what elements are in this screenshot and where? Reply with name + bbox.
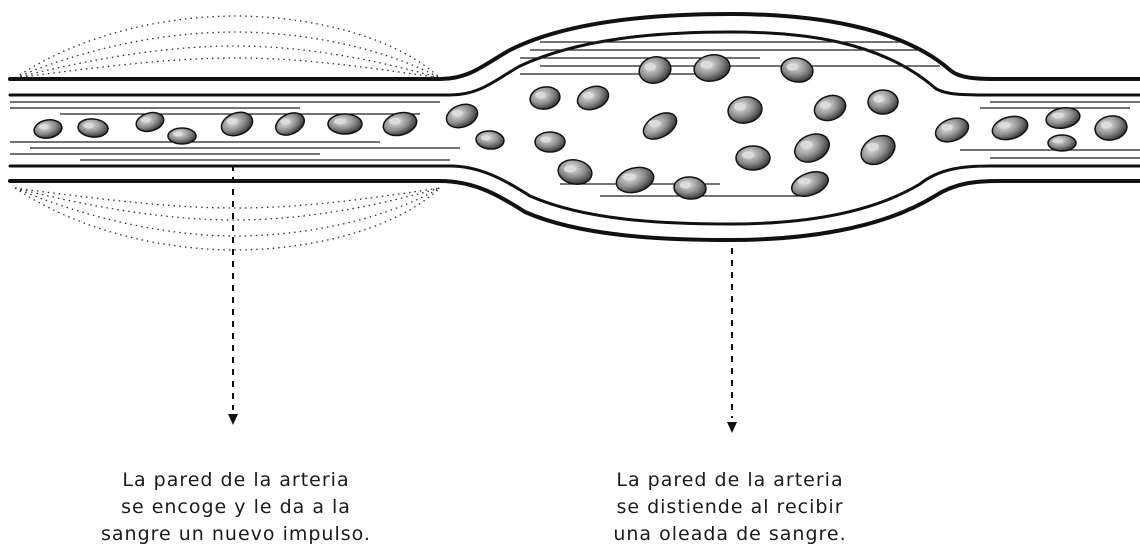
blood-cell-highlight [680,182,691,189]
blood-cell [1093,113,1129,142]
blood-cell-highlight [280,119,291,125]
blood-cell-highlight [800,141,813,149]
blood-cell [673,176,707,201]
blood-cell [556,157,594,187]
blood-cell [692,52,732,84]
blood-cell [574,82,612,114]
blood-cell [726,94,764,126]
blood-cell-highlight [535,92,546,99]
blood-cell [932,114,971,146]
arrowhead-right-icon [727,422,737,433]
blood-cell [134,110,166,135]
blood-cell-highlight [564,165,576,172]
blood-cell [790,129,834,168]
blood-cell-highlight [334,119,346,125]
blood-cell [328,114,362,134]
blood-cell-highlight [452,110,463,117]
arrow-right [727,248,737,433]
blood-cell [614,163,657,196]
blood-cell [856,130,900,171]
caption-right-line-3: una oleada de sangre. [560,521,900,548]
blood-cell [77,118,108,139]
blood-cell [168,128,196,144]
blood-cell-highlight [583,92,594,99]
blood-cell-highlight [173,132,183,137]
blood-cell-highlight [1053,139,1063,144]
blood-cell-highlight [787,63,798,70]
blood-cell-highlight [734,103,746,111]
blood-cell-highlight [227,118,238,125]
caption-right-line-1: La pared de la arteria [560,467,900,494]
blood-cell [1045,105,1082,131]
blood-cell-highlight [866,143,879,151]
arrowhead-left-icon [228,414,238,425]
blood-cell [33,118,64,141]
caption-left-line-3: sangre un nuevo impulso. [66,521,406,548]
caption-contracting-wall: La pared de la arteria se encoge y le da… [66,467,406,548]
blood-cell [811,91,849,124]
blood-cell [528,85,561,112]
blood-cell-highlight [941,124,953,131]
blood-cell-highlight [39,124,49,129]
blood-cell-highlight [141,117,151,122]
caption-right-line-2: se distiende al recibir [560,494,900,521]
blood-cell [218,108,256,140]
blood-cell-highlight [540,137,551,143]
blood-cell [639,107,681,144]
blood-cell-highlight [1101,121,1112,128]
arrow-left [228,165,238,425]
blood-cell [272,109,308,140]
blood-cell [990,113,1030,144]
caption-left-line-1: La pared de la arteria [66,467,406,494]
blood-cell-highlight [389,118,401,125]
blood-cell [736,146,770,170]
blood-cell [443,100,481,132]
blood-cell-highlight [623,173,636,180]
blood-cell-highlight [700,61,713,69]
caption-distending-wall: La pared de la arteria se distiende al r… [560,467,900,548]
blood-cell [1048,135,1076,151]
blood-cell-highlight [742,151,754,158]
blood-cell-highlight [1052,113,1064,119]
blood-cell [779,55,815,84]
blood-cell-highlight [998,122,1011,129]
blood-cell-highlight [873,95,884,102]
blood-cell-highlight [798,178,811,185]
blood-cell [535,132,565,152]
blood-cell [868,90,898,114]
blood-cell-highlight [820,101,831,108]
blood-cell-highlight [83,123,94,128]
caption-left-line-2: se encoge y le da a la [66,494,406,521]
blood-cell-highlight [645,63,656,71]
blood-cell-highlight [648,120,661,127]
blood-cell [475,130,504,150]
blood-cell-highlight [481,135,491,140]
